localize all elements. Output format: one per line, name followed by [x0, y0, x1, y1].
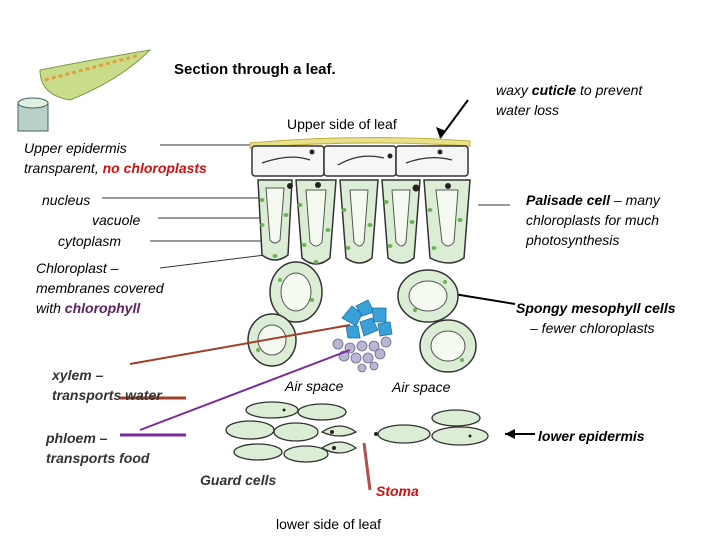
- upper-epidermis-label: Upper epidermis transparent, no chloropl…: [24, 140, 207, 176]
- upper-epidermis-cells: [251, 145, 469, 177]
- cuticle-layer: [249, 136, 471, 149]
- phloem-label: phloem –transports food: [46, 430, 150, 466]
- xylem-bundle: [341, 299, 393, 339]
- chloroplast-label: Chloroplast – membranes covered with chl…: [36, 260, 164, 316]
- leaf-thumbnail: [17, 49, 152, 132]
- nucleus-label: nucleus: [42, 192, 91, 208]
- xylem-label: xylem –transports water: [52, 367, 162, 403]
- lower-epidermis-cells: [225, 401, 489, 463]
- air-space-label-left: Air space: [285, 378, 344, 394]
- vacuole-label: vacuole: [92, 212, 141, 228]
- guard-cell-pair: [320, 425, 358, 454]
- cuticle-label: waxy cuticle to prevent water loss: [496, 82, 643, 118]
- phloem-bundle: [332, 336, 392, 373]
- guard-cells-label: Guard cells: [200, 472, 277, 488]
- palisade-label: Palisade cell – many chloroplasts for mu…: [526, 192, 660, 248]
- cytoplasm-label: cytoplasm: [58, 233, 122, 249]
- diagram-title: Section through a leaf.: [174, 61, 336, 78]
- air-space-label-right: Air space: [392, 379, 451, 395]
- upper-side-label: Upper side of leaf: [287, 116, 397, 132]
- spongy-label: Spongy mesophyll cells – fewer chloropla…: [516, 300, 676, 336]
- stoma-label: Stoma: [376, 483, 419, 499]
- lower-side-label: lower side of leaf: [276, 516, 382, 532]
- lower-epidermis-label: lower epidermis: [538, 428, 645, 444]
